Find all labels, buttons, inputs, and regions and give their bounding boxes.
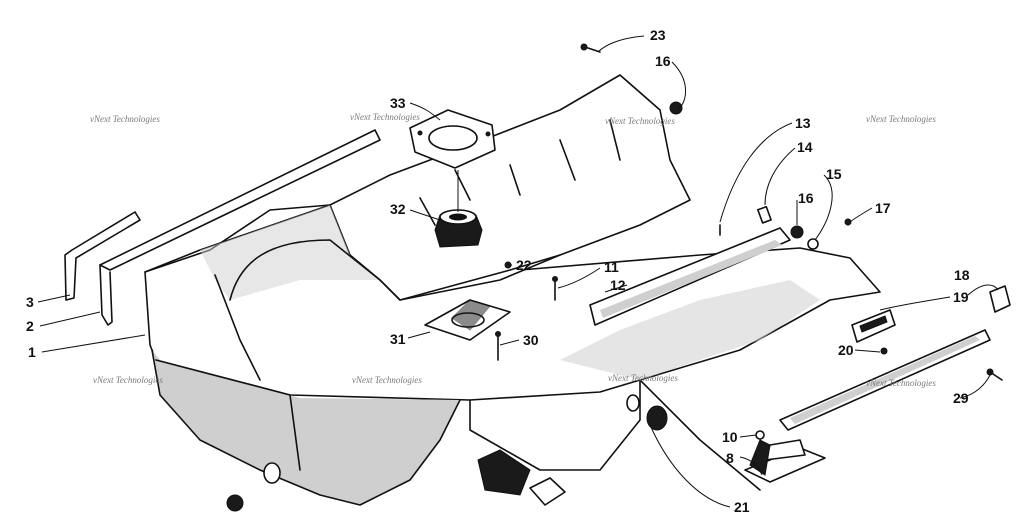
- callout-16: 16: [798, 190, 814, 206]
- callout-labels: 1 2 3 8 10 11 12 13 14 15 16 16 17 18 19…: [26, 27, 970, 512]
- callout-1: 1: [28, 344, 36, 360]
- watermark-text: vNext Technologies: [350, 112, 420, 122]
- watermark-text: vNext Technologies: [866, 378, 936, 388]
- callout-15: 15: [826, 166, 842, 182]
- leader-lines: [37, 35, 999, 508]
- bracket: [744, 439, 826, 483]
- callout-8: 8: [726, 450, 734, 466]
- callout-19: 19: [953, 289, 969, 305]
- callout-21: 21: [734, 499, 750, 512]
- windshield-strip: [589, 227, 791, 326]
- watermark-text: vNext Technologies: [866, 114, 936, 124]
- dash-panel: [200, 74, 691, 381]
- watermark-text: vNext Technologies: [352, 375, 422, 385]
- rubber-grommet: [434, 209, 483, 248]
- callout-16: 16: [655, 53, 671, 69]
- watermark-text: vNext Technologies: [605, 116, 675, 126]
- callout-22: 22: [516, 257, 532, 273]
- watermarks: vNext Technologies vNext Technologies vN…: [90, 112, 936, 388]
- callout-13: 13: [795, 115, 811, 131]
- callout-10: 10: [722, 429, 738, 445]
- callout-17: 17: [875, 200, 891, 216]
- light-assembly: [851, 285, 1011, 343]
- watermark-text: vNext Technologies: [93, 375, 163, 385]
- trim-strip-upper: [99, 129, 381, 326]
- watermark-text: vNext Technologies: [608, 373, 678, 383]
- gauge-flange: [409, 109, 496, 169]
- callout-18: 18: [954, 267, 970, 283]
- trim-strip-lower: [64, 211, 141, 301]
- callout-11: 11: [604, 259, 619, 275]
- callout-29: 29: [953, 390, 969, 406]
- side-rail: [779, 329, 991, 431]
- watermark-text: vNext Technologies: [90, 114, 160, 124]
- callout-32: 32: [390, 201, 406, 217]
- callout-33: 33: [390, 95, 406, 111]
- callout-20: 20: [838, 342, 854, 358]
- callout-30: 30: [523, 332, 539, 348]
- callout-2: 2: [26, 318, 34, 334]
- callout-31: 31: [390, 331, 406, 347]
- mounting-plate: [424, 299, 511, 341]
- callout-14: 14: [797, 139, 813, 155]
- callout-12: 12: [610, 277, 626, 293]
- hardware: [226, 43, 1003, 512]
- callout-3: 3: [26, 294, 34, 310]
- callout-23: 23: [650, 27, 666, 43]
